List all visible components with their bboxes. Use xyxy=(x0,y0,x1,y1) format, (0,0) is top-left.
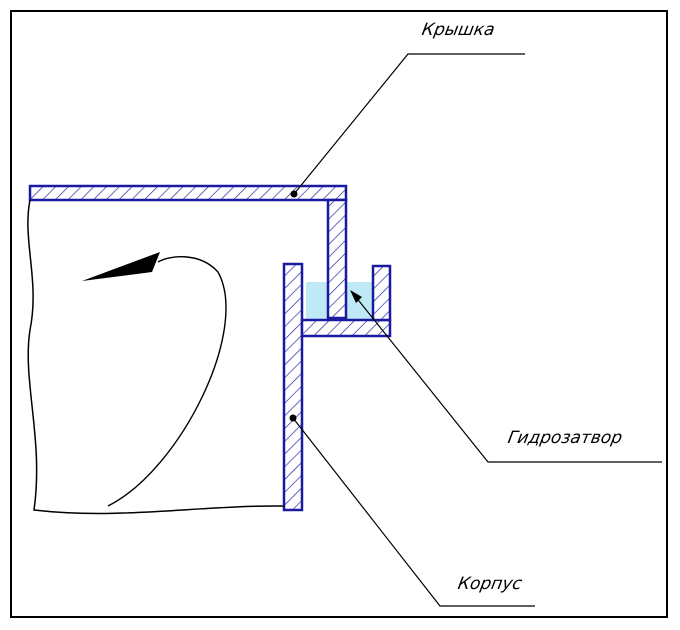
break-line xyxy=(27,199,285,515)
label-body: Корпус xyxy=(456,574,524,594)
hydroseal-trough xyxy=(300,264,392,338)
body-part xyxy=(282,262,304,512)
leader-arrow-hydroseal xyxy=(350,290,362,303)
leader-dot-lid xyxy=(290,190,298,198)
label-lid: Крышка xyxy=(420,20,497,40)
leader-body xyxy=(292,417,535,607)
flow-arrow xyxy=(82,252,227,507)
leader-dot-body xyxy=(289,414,297,422)
lid-part xyxy=(28,184,348,320)
leader-lid xyxy=(293,53,525,195)
label-hydroseal: Гидрозатвор xyxy=(506,428,624,448)
leader-hydroseal xyxy=(354,295,662,463)
